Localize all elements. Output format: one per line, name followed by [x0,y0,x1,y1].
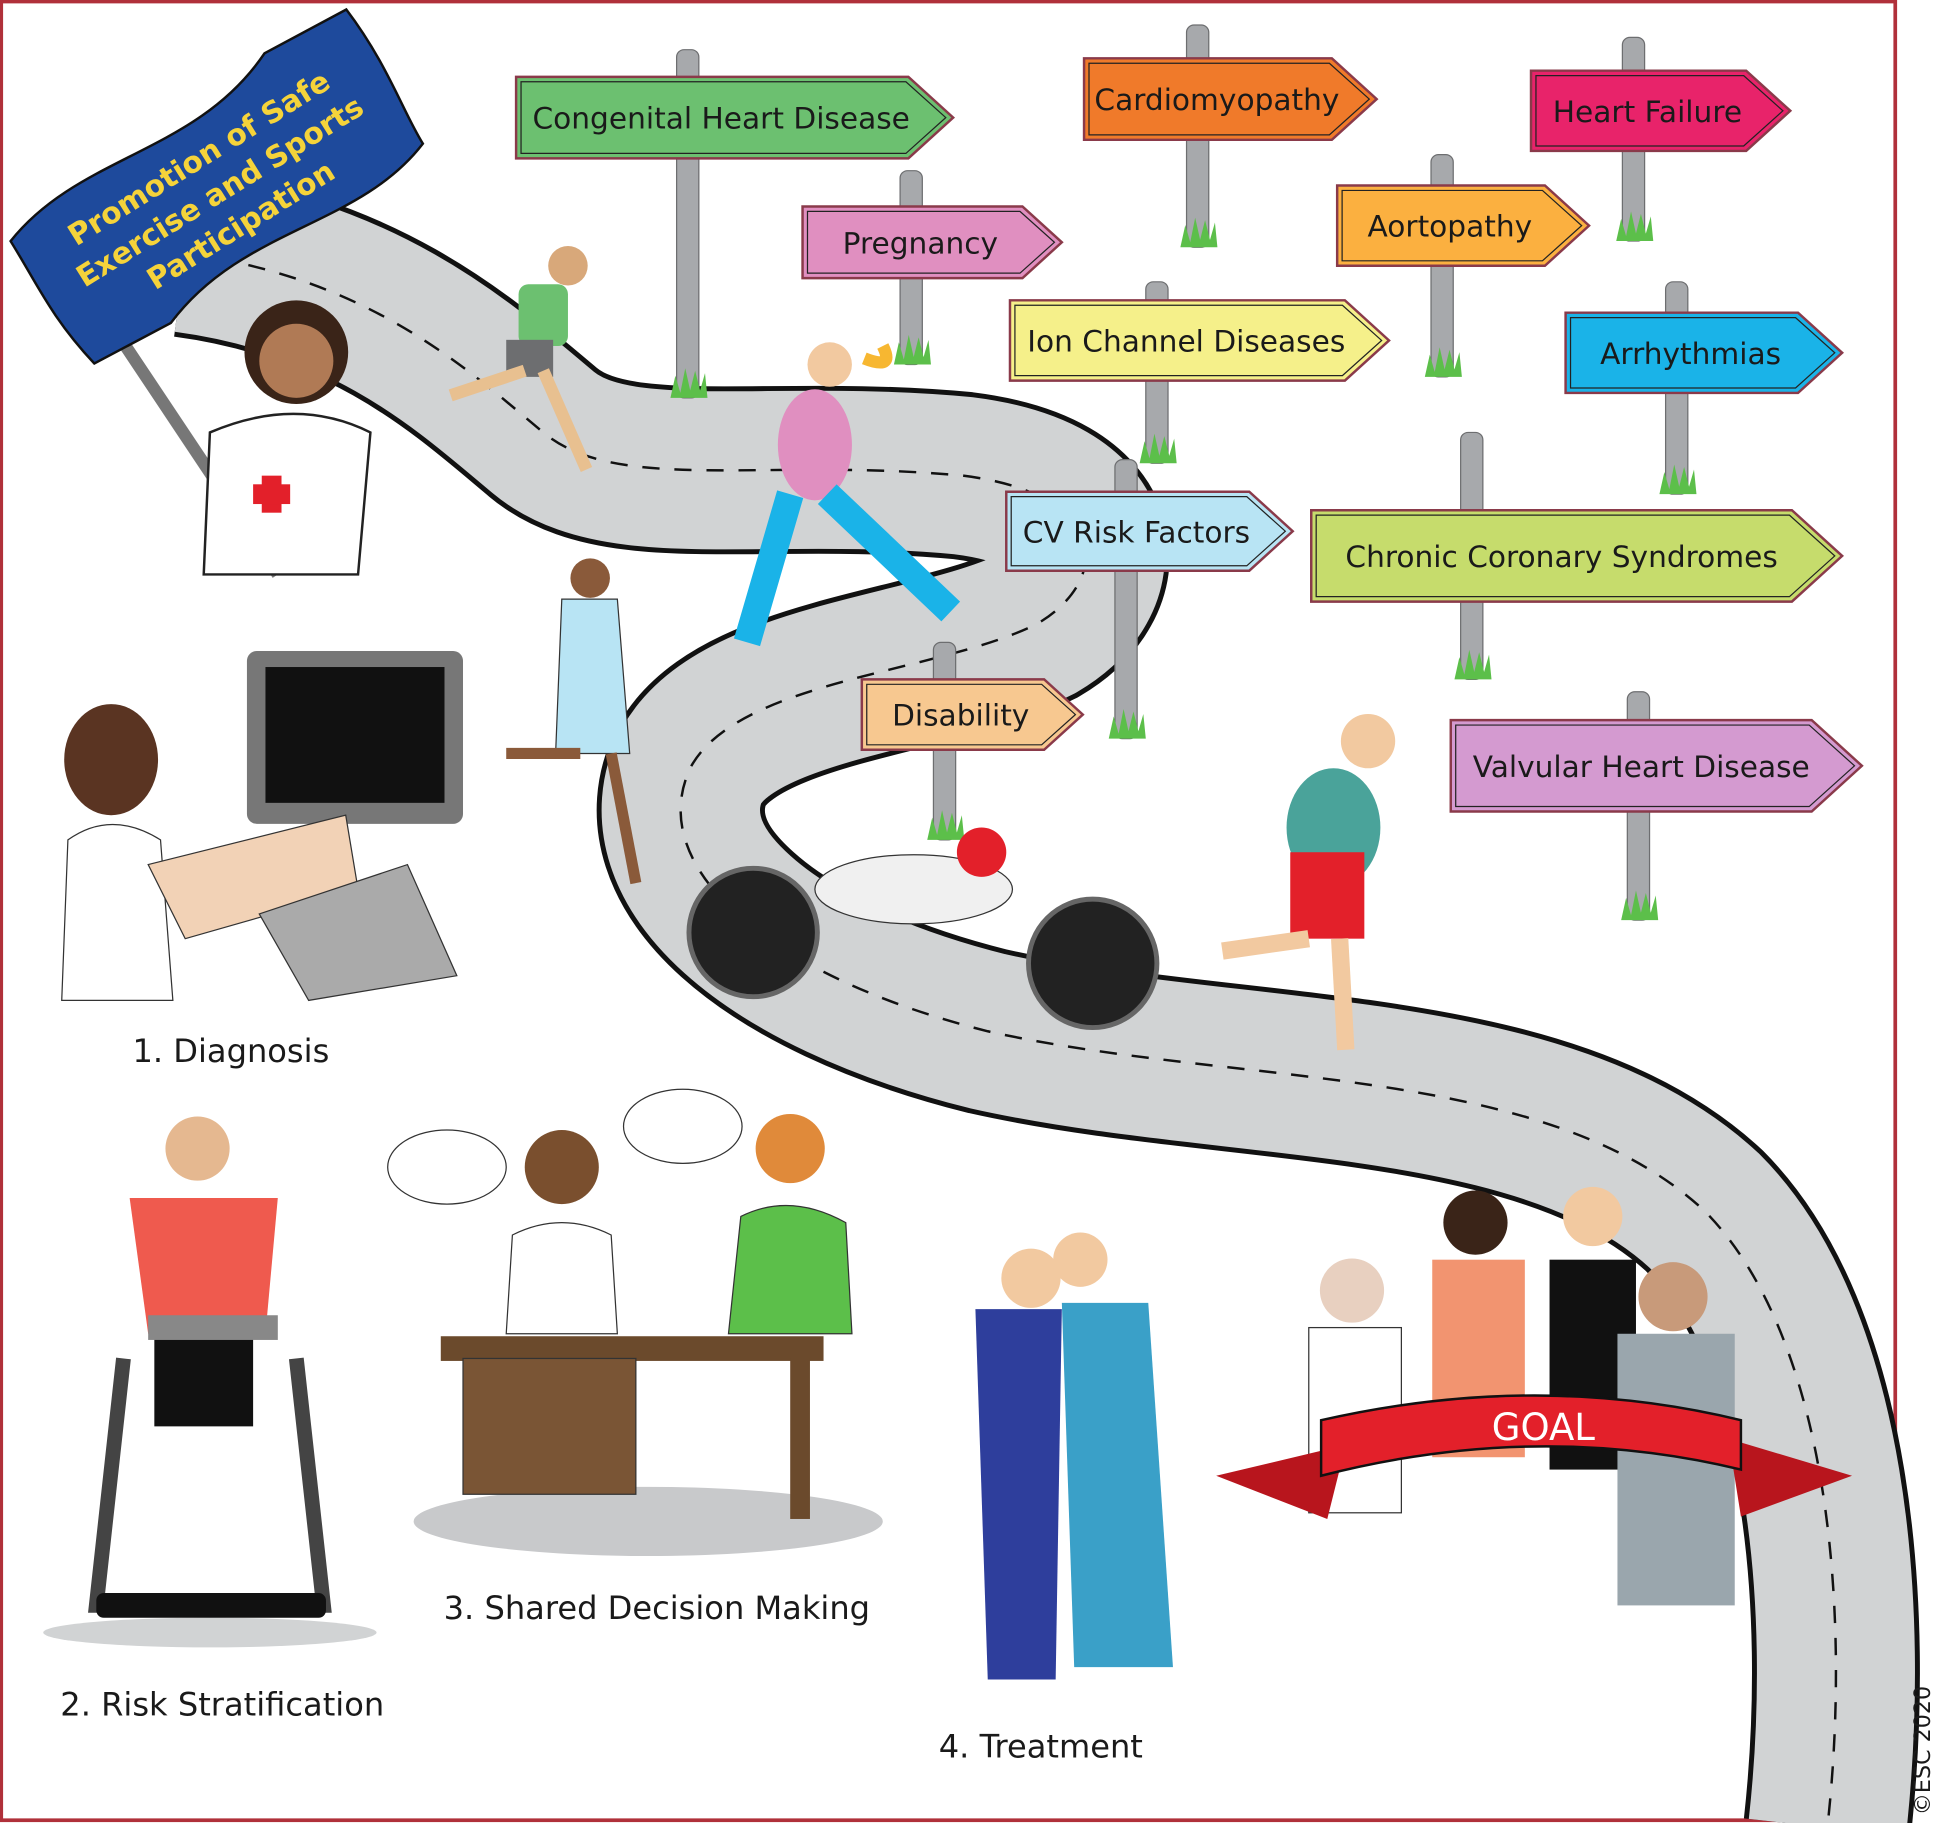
shared-decision-scene [387,1088,883,1557]
runner-blue-dress [506,558,642,885]
sign-label: Cardiomyopathy [1094,82,1339,117]
signpost-pregnancy: Pregnancy [801,170,1064,366]
signpost-arrhythmias: Arrhythmias [1564,281,1844,495]
sign-label: Valvular Heart Disease [1473,749,1810,784]
sign-label: Heart Failure [1553,94,1742,129]
doctor-with-flag [202,300,372,576]
signpost-congenital-heart-disease: Congenital Heart Disease [514,49,956,399]
sign-board [1529,69,1793,153]
sign-board [1005,490,1295,572]
signpost-disability: Disability [860,641,1085,841]
runner-teal [1221,713,1396,1051]
runner-green [448,246,593,472]
sign-label: CV Risk Factors [1023,514,1250,549]
grass-icon [1139,433,1177,464]
sign-board [1008,299,1391,382]
speech-bubble [387,1129,507,1205]
copyright: ©ESC 2020 [1910,1686,1936,1815]
step-shared-decision-label: 3. Shared Decision Making [444,1589,870,1627]
goal-ribbon: GOAL [1216,1394,1853,1519]
ultrasound-scene [61,650,464,1002]
goal-label: GOAL [1492,1406,1596,1449]
grass-icon [670,368,708,398]
grass-icon [1659,464,1697,495]
sign-label: Arrhythmias [1600,336,1781,371]
sign-board [1335,184,1591,267]
signpost-aortopathy: Aortopathy [1335,154,1591,378]
signpost-cv-risk-factors: CV Risk Factors [1005,458,1295,740]
flag-banner [9,7,425,366]
sign-label: Ion Channel Diseases [1027,324,1345,359]
sign-label: Disability [892,698,1029,733]
treadmill-scene [43,1116,377,1648]
sign-board [860,678,1085,751]
signpost-valvular-heart-disease: Valvular Heart Disease [1449,691,1864,921]
pregnant-runner [733,342,961,647]
sign-label: Pregnancy [843,225,998,260]
grass-icon [1454,649,1492,680]
road-center-line [185,252,1838,1823]
grass-icon [1616,211,1654,242]
sign-label: Congenital Heart Disease [532,101,909,136]
speech-bubble [622,1088,743,1164]
desk [440,1336,824,1361]
grass-icon [1180,217,1218,248]
sign-label: Aortopathy [1368,209,1533,244]
grass-icon [1424,347,1462,377]
step-diagnosis-label: 1. Diagnosis [132,1032,329,1070]
sign-board [801,205,1064,280]
signpost-heart-failure: Heart Failure [1529,36,1793,242]
grass-icon [927,810,965,840]
grass-icon [1621,890,1659,921]
step-treatment-label: 4. Treatment [939,1727,1143,1765]
handcyclist [686,827,1160,1031]
grass-icon [893,334,931,365]
sign-label: Chronic Coronary Syndromes [1345,539,1777,574]
grass-icon [1108,709,1146,739]
sign-board [1449,718,1864,813]
medical-staff [975,1232,1173,1680]
sign-board [1310,508,1844,603]
sign-board [514,75,956,160]
signpost-chronic-coronary-syndromes: Chronic Coronary Syndromes [1310,431,1844,680]
signpost-ion-channel-diseases: Ion Channel Diseases [1008,281,1391,464]
step-risk-stratification-label: 2. Risk Stratification [60,1685,384,1723]
sign-board [1082,57,1379,142]
road [172,170,1920,1823]
sign-board [1564,311,1844,395]
signpost-cardiomyopathy: Cardiomyopathy [1082,24,1379,248]
